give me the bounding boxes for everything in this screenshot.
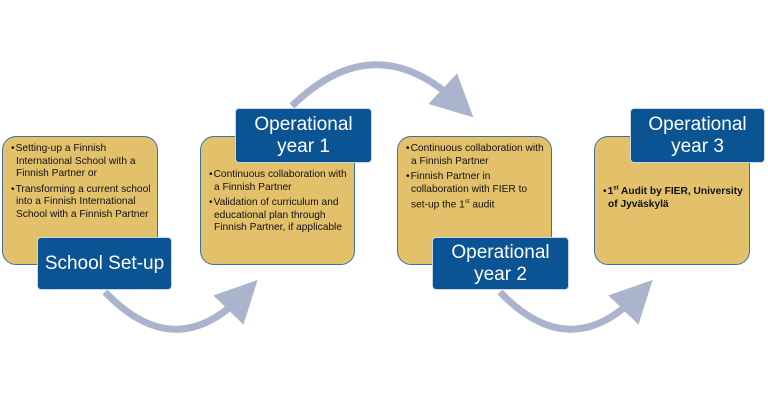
bullet: Setting-up a Finnish International Schoo… xyxy=(9,143,151,181)
arrow-setup-to-year1 xyxy=(102,279,258,333)
bullet: Transforming a current school into a Fin… xyxy=(9,184,151,222)
bullet: Continuous collaboration with a Finnish … xyxy=(404,143,545,168)
bullet: 1st Audit by FIER, University of Jyväsky… xyxy=(601,183,743,211)
bullet: Continuous collaboration with a Finnish … xyxy=(207,169,348,194)
bullet: Finnish Partner in collaboration with FI… xyxy=(404,171,545,212)
stage-year3-title: Operational year 3 xyxy=(630,108,765,163)
stage-year2-title: Operational year 2 xyxy=(432,237,569,290)
stage-year1-title: Operational year 1 xyxy=(235,108,372,163)
stage-setup-title: School Set-up xyxy=(37,237,172,290)
bullet: Validation of curriculum and educational… xyxy=(207,197,348,235)
arrow-year1-to-year2 xyxy=(289,61,474,118)
arrow-year2-to-year3 xyxy=(497,279,653,333)
